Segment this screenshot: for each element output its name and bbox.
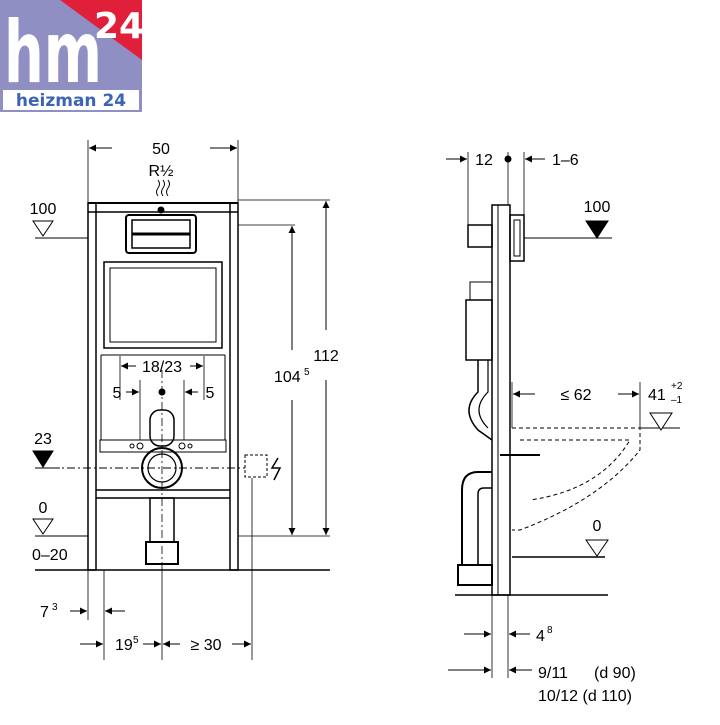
bowl-height-label: 41 xyxy=(648,387,666,404)
logo-name: heizman 24 xyxy=(16,91,126,111)
electric-box xyxy=(244,454,268,478)
label-d90: (d 90) xyxy=(594,665,636,682)
wc-bowl xyxy=(512,427,641,531)
cistern-body xyxy=(103,261,223,349)
pipe-offset-sup: 8 xyxy=(547,625,553,636)
connection-label: R½ xyxy=(149,163,174,180)
flush-plate xyxy=(125,214,197,254)
offset-right-label: 5 xyxy=(206,385,215,402)
front-view-labels: 50 R½ 100 23 0 0–20 112 104 5 18/23 5 5 … xyxy=(30,141,339,654)
height-total-label: 112 xyxy=(313,348,339,365)
foot-offset-sup: 3 xyxy=(52,602,58,613)
side-level-100-label: 100 xyxy=(584,199,611,216)
pipe-offset-label: 4 xyxy=(536,628,545,645)
offset-d110-label: 10/12 (d 110) xyxy=(538,688,632,705)
width-label: 50 xyxy=(152,141,170,158)
logo-number: 24 xyxy=(94,6,144,47)
offset-left-label: 5 xyxy=(113,385,122,402)
height-frame-label: 104 xyxy=(274,369,301,386)
side-level-0-label: 0 xyxy=(593,518,602,535)
heizman-logo: hm 24 heizman 24 xyxy=(0,0,144,112)
level-0-label: 0 xyxy=(39,500,48,517)
side-view xyxy=(446,152,680,678)
level-100-label: 100 xyxy=(30,201,57,218)
right-post xyxy=(229,202,239,571)
height-frame-sup: 5 xyxy=(304,367,310,378)
min-side-label: ≥ 30 xyxy=(190,637,221,654)
offset-d90-label: 9/11 xyxy=(538,665,568,682)
adjust-label: 1–6 xyxy=(552,152,579,169)
tolerance-minus: –1 xyxy=(671,395,683,406)
logo-mark: hm xyxy=(4,3,102,103)
drain-offset-label: 19 xyxy=(115,637,133,654)
logo-name-bg xyxy=(3,90,139,110)
logo-accent xyxy=(60,0,142,60)
foot-offset-label: 7 xyxy=(40,604,49,621)
tolerance-plus: +2 xyxy=(671,381,683,392)
side-view-labels: 12 1–6 100 ≤ 62 41 +2 –1 0 4 8 9/11 (d 9… xyxy=(475,152,683,705)
max-distance-label: ≤ 62 xyxy=(560,387,591,404)
drain-offset-sup: 5 xyxy=(133,635,139,646)
spacing-label: 18/23 xyxy=(142,359,182,376)
power-icon xyxy=(270,457,282,481)
left-post xyxy=(87,202,97,571)
level-23-label: 23 xyxy=(34,431,52,448)
water-inlet-marker xyxy=(157,206,165,214)
depth-label: 12 xyxy=(475,152,493,169)
level-range-label: 0–20 xyxy=(32,547,68,564)
side-cistern xyxy=(465,299,493,361)
side-frame xyxy=(491,204,511,596)
front-view xyxy=(32,140,330,660)
